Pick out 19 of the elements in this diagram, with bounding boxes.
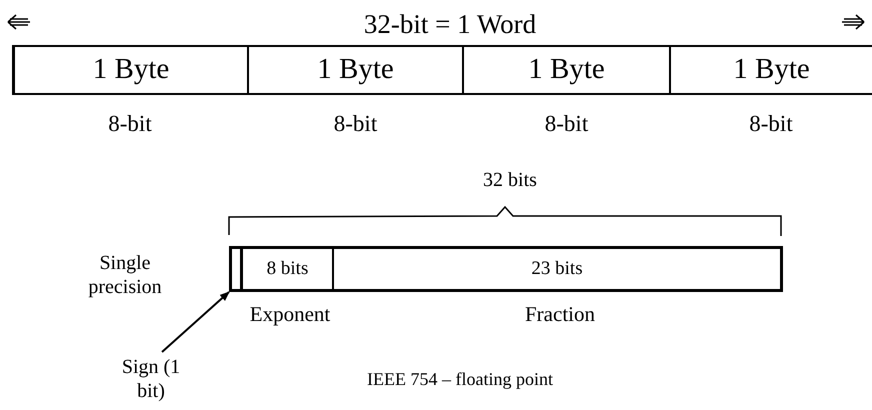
- arrow: [161, 291, 230, 353]
- field-name-text: Exponent: [248, 301, 332, 328]
- byte-cell: 1 Byte: [248, 45, 463, 95]
- dimension-text: 32 bits: [482, 168, 538, 193]
- bit-count-text: 8-bit: [332, 110, 378, 138]
- byte-cell: 1 Byte: [670, 45, 872, 95]
- caption: IEEE 754 – floating point: [366, 368, 554, 391]
- bit-field: 23 bits: [334, 246, 783, 292]
- field-name-text: Fraction: [524, 301, 596, 328]
- byte-cell: 1 Byte: [12, 45, 248, 95]
- bit-field: 8 bits: [243, 246, 334, 292]
- bit-count-text: 8-bit: [748, 110, 794, 138]
- bit-count-text: 8-bit: [544, 110, 590, 138]
- sign-bit-field: [229, 246, 243, 292]
- bit-count-text: 8-bit: [107, 110, 153, 138]
- title-text: 32-bit = 1 Word: [362, 8, 538, 41]
- row-label: Single precision: [87, 251, 163, 300]
- annotation-text: Sign (1 bit): [115, 352, 187, 406]
- byte-cell: 1 Byte: [463, 45, 670, 95]
